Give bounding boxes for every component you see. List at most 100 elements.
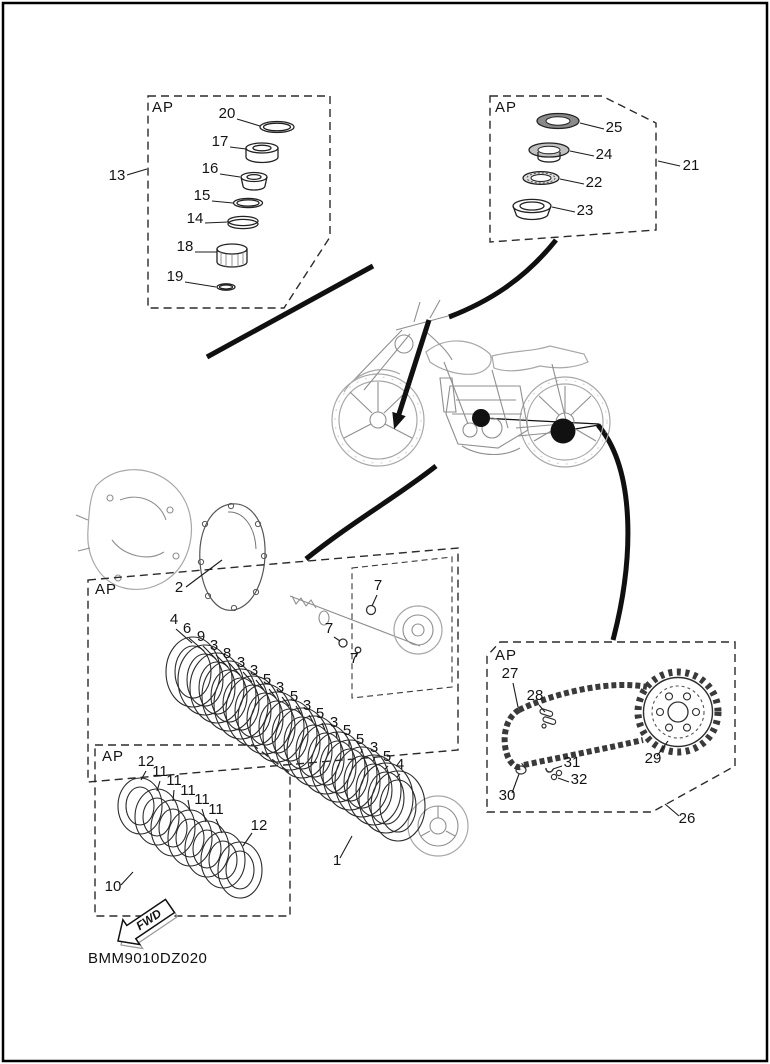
part-number: 4 bbox=[396, 756, 404, 773]
rear-axle-dot bbox=[550, 418, 576, 444]
part-number: 32 bbox=[571, 771, 588, 788]
part-number: 3 bbox=[250, 662, 258, 679]
part-number: 28 bbox=[527, 687, 544, 704]
part-number: 30 bbox=[499, 787, 516, 804]
motorcycle-illustration bbox=[331, 299, 611, 468]
drive-chain-parts bbox=[501, 668, 722, 781]
part-number: 5 bbox=[290, 688, 298, 705]
part-number: 5 bbox=[343, 722, 351, 739]
clutch-cover-sketch bbox=[75, 469, 193, 590]
part-callout: 14 bbox=[187, 210, 229, 227]
part-callouts: 13 20 17 16 15 14 18 19 25 24 bbox=[105, 105, 700, 895]
part-number: 6 bbox=[183, 620, 191, 637]
part-number: 2 bbox=[175, 579, 183, 596]
diagram-code: BMM9010DZ020 bbox=[88, 950, 207, 967]
part-number: 11 bbox=[194, 791, 210, 808]
clutch-gasket bbox=[197, 502, 268, 612]
part-number: 12 bbox=[138, 753, 155, 770]
location-arrow bbox=[392, 319, 432, 430]
part-number: 18 bbox=[177, 238, 194, 255]
part-number: 7 bbox=[350, 650, 358, 667]
pressure-plate-sketch bbox=[407, 795, 469, 857]
clutch-plate-item: 5 bbox=[274, 688, 330, 779]
clutch-plate-stack: 4 6 9 3 8 3 3 5 bbox=[165, 611, 426, 842]
part-callout: 27 bbox=[502, 665, 519, 708]
part-number: 4 bbox=[170, 611, 178, 628]
front-sprocket-dot bbox=[472, 409, 490, 427]
part-callout: 22 bbox=[559, 174, 603, 191]
part-number: 3 bbox=[370, 739, 378, 756]
clutch-plate-box bbox=[87, 547, 459, 783]
part-callout: 30 bbox=[499, 773, 520, 804]
part-callout: 7 bbox=[371, 577, 382, 607]
part-callout: 19 bbox=[167, 268, 217, 288]
part-number: 11 bbox=[180, 782, 196, 799]
part-callout: 1 bbox=[333, 835, 353, 869]
part-number: 13 bbox=[109, 167, 126, 184]
part-number: 25 bbox=[606, 119, 623, 136]
part-number: 14 bbox=[187, 210, 204, 227]
clutch-plate-item: 5 bbox=[358, 748, 414, 834]
part-callout: 25 bbox=[579, 119, 623, 136]
part-number: 7 bbox=[325, 620, 333, 637]
part-number: 23 bbox=[577, 202, 594, 219]
clutch-plate-item: 5 bbox=[298, 705, 354, 795]
part-callout: 20 bbox=[219, 105, 261, 127]
part-number: 11 bbox=[166, 772, 182, 789]
part-number: 5 bbox=[383, 748, 391, 765]
group-boxes bbox=[87, 95, 736, 917]
clutch-plate-item: 9 bbox=[189, 628, 245, 724]
steering-upper-parts bbox=[216, 120, 295, 291]
ap-label: AP bbox=[495, 647, 517, 664]
part-number: 26 bbox=[679, 810, 696, 827]
part-callout: 26 bbox=[664, 803, 696, 827]
ap-label: AP bbox=[102, 748, 124, 765]
clutch-plate-item: 3 bbox=[346, 739, 402, 826]
fwd-arrow: FWD bbox=[117, 898, 179, 950]
clutch-plate-item: 6 bbox=[177, 620, 233, 716]
clutch-plate-item: 3 bbox=[310, 714, 366, 803]
part-number: 3 bbox=[237, 654, 245, 671]
pushrod-parts bbox=[289, 595, 421, 654]
ap-label: AP bbox=[495, 99, 517, 116]
part-callout: 31 bbox=[552, 754, 580, 771]
part-callout: 32 bbox=[557, 771, 588, 788]
clutch-plate-item: 3 bbox=[201, 637, 257, 732]
part-number: 22 bbox=[586, 174, 603, 191]
part-number: 15 bbox=[194, 187, 211, 204]
clutch-plate-item: 4 bbox=[165, 611, 221, 708]
ap-label: AP bbox=[95, 581, 117, 598]
spring-plate-item: 12 bbox=[217, 817, 268, 899]
drive-chain-box bbox=[486, 641, 736, 813]
part-callout: 7 bbox=[350, 650, 359, 667]
part-number: 3 bbox=[330, 714, 338, 731]
part-number: 19 bbox=[167, 268, 184, 285]
clutch-boss-box bbox=[351, 556, 453, 699]
clutch-plate-item: 3 bbox=[262, 679, 318, 771]
part-number: 3 bbox=[276, 679, 284, 696]
chain-top-run bbox=[517, 682, 648, 713]
part-number: 11 bbox=[208, 801, 224, 818]
clutch-plate-item: 3 bbox=[286, 697, 342, 787]
part-number: 29 bbox=[645, 750, 662, 767]
part-number: 16 bbox=[202, 160, 219, 177]
part-callout: 10 bbox=[105, 871, 134, 895]
steering-upper-box bbox=[147, 95, 331, 309]
part-callout: 16 bbox=[202, 160, 241, 178]
part-callout: 18 bbox=[177, 238, 217, 255]
part-callout: 23 bbox=[551, 202, 594, 219]
part-number: 8 bbox=[223, 645, 231, 662]
spring-plate-item: 11 bbox=[200, 801, 246, 889]
part-number: 24 bbox=[596, 146, 613, 163]
part-number: 9 bbox=[197, 628, 205, 645]
part-number: 1 bbox=[333, 852, 341, 869]
link-clip bbox=[545, 767, 554, 773]
part-number: 12 bbox=[251, 817, 268, 834]
steering-lower-box bbox=[489, 95, 657, 243]
spring-plate-item: 12 bbox=[117, 753, 163, 835]
part-callout: 13 bbox=[109, 167, 148, 184]
clutch-boss-sketch bbox=[393, 605, 443, 655]
clutch-plate-item: 4 bbox=[370, 756, 426, 842]
